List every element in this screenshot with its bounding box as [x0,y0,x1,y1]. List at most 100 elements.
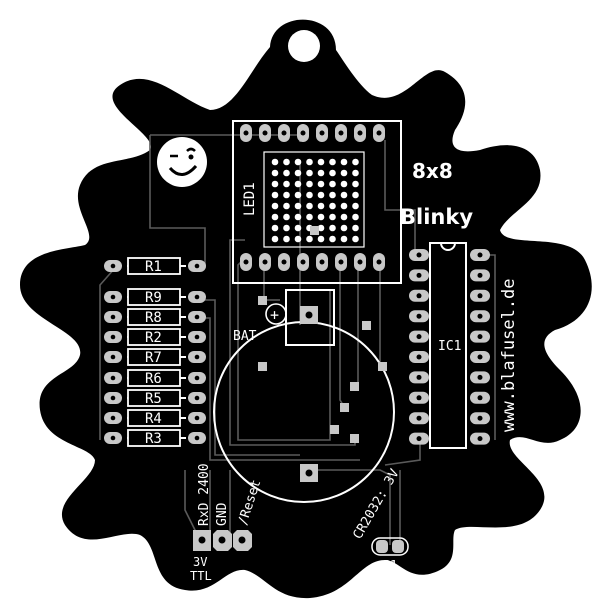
led-dot [294,191,302,199]
vias [258,226,387,443]
led-dot [340,169,348,177]
led-dot [317,191,325,199]
battery-plus-sign: + [270,306,279,324]
resistor-r8: R8 [104,308,206,326]
led-dot [271,180,279,188]
ic-pads [409,249,490,445]
led-dot [329,180,336,188]
led-dot [329,191,336,199]
led-dot [271,158,279,166]
led-dot [329,224,336,232]
resistor-r3: R3 [104,429,206,447]
led-dot [271,202,279,210]
smiley-logo-icon [157,137,207,187]
led-dot [340,158,348,166]
resistor-r9: R9 [104,288,206,306]
website-label: www.blafusel.de [499,278,519,432]
header-pin-1-label: RxD 2400 [197,463,212,526]
led-matrix-inner [263,151,365,248]
led-dot-grid [271,158,359,243]
led-dot [317,235,325,243]
led-dot [306,180,313,188]
resistor-label: R4 [145,411,162,427]
resistor-r5: R5 [104,389,206,407]
led-matrix-pads [240,124,385,271]
led-dot [294,202,302,210]
led-dot [306,235,313,243]
led-dot [306,158,313,166]
led-dot [283,213,290,221]
led-dot [306,191,313,199]
title-line-1: 8x8 [412,159,453,183]
led-dot [329,158,336,166]
resistor-label: R1 [145,259,162,275]
led-dot [283,224,290,232]
title-line-2: Blinky [400,205,473,229]
resistor-r2: R2 [104,328,206,346]
header-pins [193,530,252,551]
resistor-r4: R4 [104,409,206,427]
led-dot [340,235,348,243]
led-dot [317,224,325,232]
capacitor-outline [371,537,409,556]
led-dot [294,235,302,243]
battery-pads [300,306,318,482]
led-dot [352,224,359,232]
led-dot [283,180,290,188]
led-dot [352,169,359,177]
led-matrix-outline [232,120,402,284]
resistor-r6: R6 [104,369,206,387]
led-dot [352,191,359,199]
led-dot [317,158,325,166]
mirrored-date: 07/2015 [65,455,75,493]
led-dot [329,213,336,221]
resistor-label: R2 [145,330,162,346]
led-dot [329,235,336,243]
led-dot [340,180,348,188]
battery-label: BAT [233,329,257,344]
resistor-label: R9 [145,290,162,306]
led-dot [283,158,290,166]
resistor-label: R6 [145,371,162,387]
led-matrix-label: LED1 [242,182,258,216]
led-dot [352,180,359,188]
ic-notch [440,242,456,251]
led-dot [340,224,348,232]
led-dot [352,235,359,243]
led-dot [306,169,313,177]
header-voltage-label: 3V [193,555,207,569]
led-dot [271,224,279,232]
resistor-label: R7 [145,350,162,366]
led-dot [329,169,336,177]
hanger-hole [288,30,320,62]
battery-plus-ring [265,303,287,325]
led-dot [340,202,348,210]
header-interface-label: TTL [190,569,212,583]
resistor-label: R3 [145,431,162,447]
led-dot [352,158,359,166]
capacitor-pads [376,540,404,553]
led-dot [294,180,302,188]
resistor-r1: R1 [104,257,206,275]
led-dot [271,169,279,177]
led-dot [352,213,359,221]
led-dot [283,191,290,199]
led-dot [294,169,302,177]
ic-label: IC1 [438,339,461,354]
led-dot [283,202,290,210]
led-dot [340,213,348,221]
header-pin-2-label: GND [215,502,230,526]
led-dot [294,213,302,221]
led-dot [317,202,325,210]
traces [99,134,496,545]
led-dot [294,224,302,232]
led-dot [271,213,279,221]
led-dot [352,202,359,210]
led-dot [317,180,325,188]
led-dot [329,202,336,210]
led-dot [306,213,313,221]
led-dot [271,191,279,199]
led-dot [340,191,348,199]
